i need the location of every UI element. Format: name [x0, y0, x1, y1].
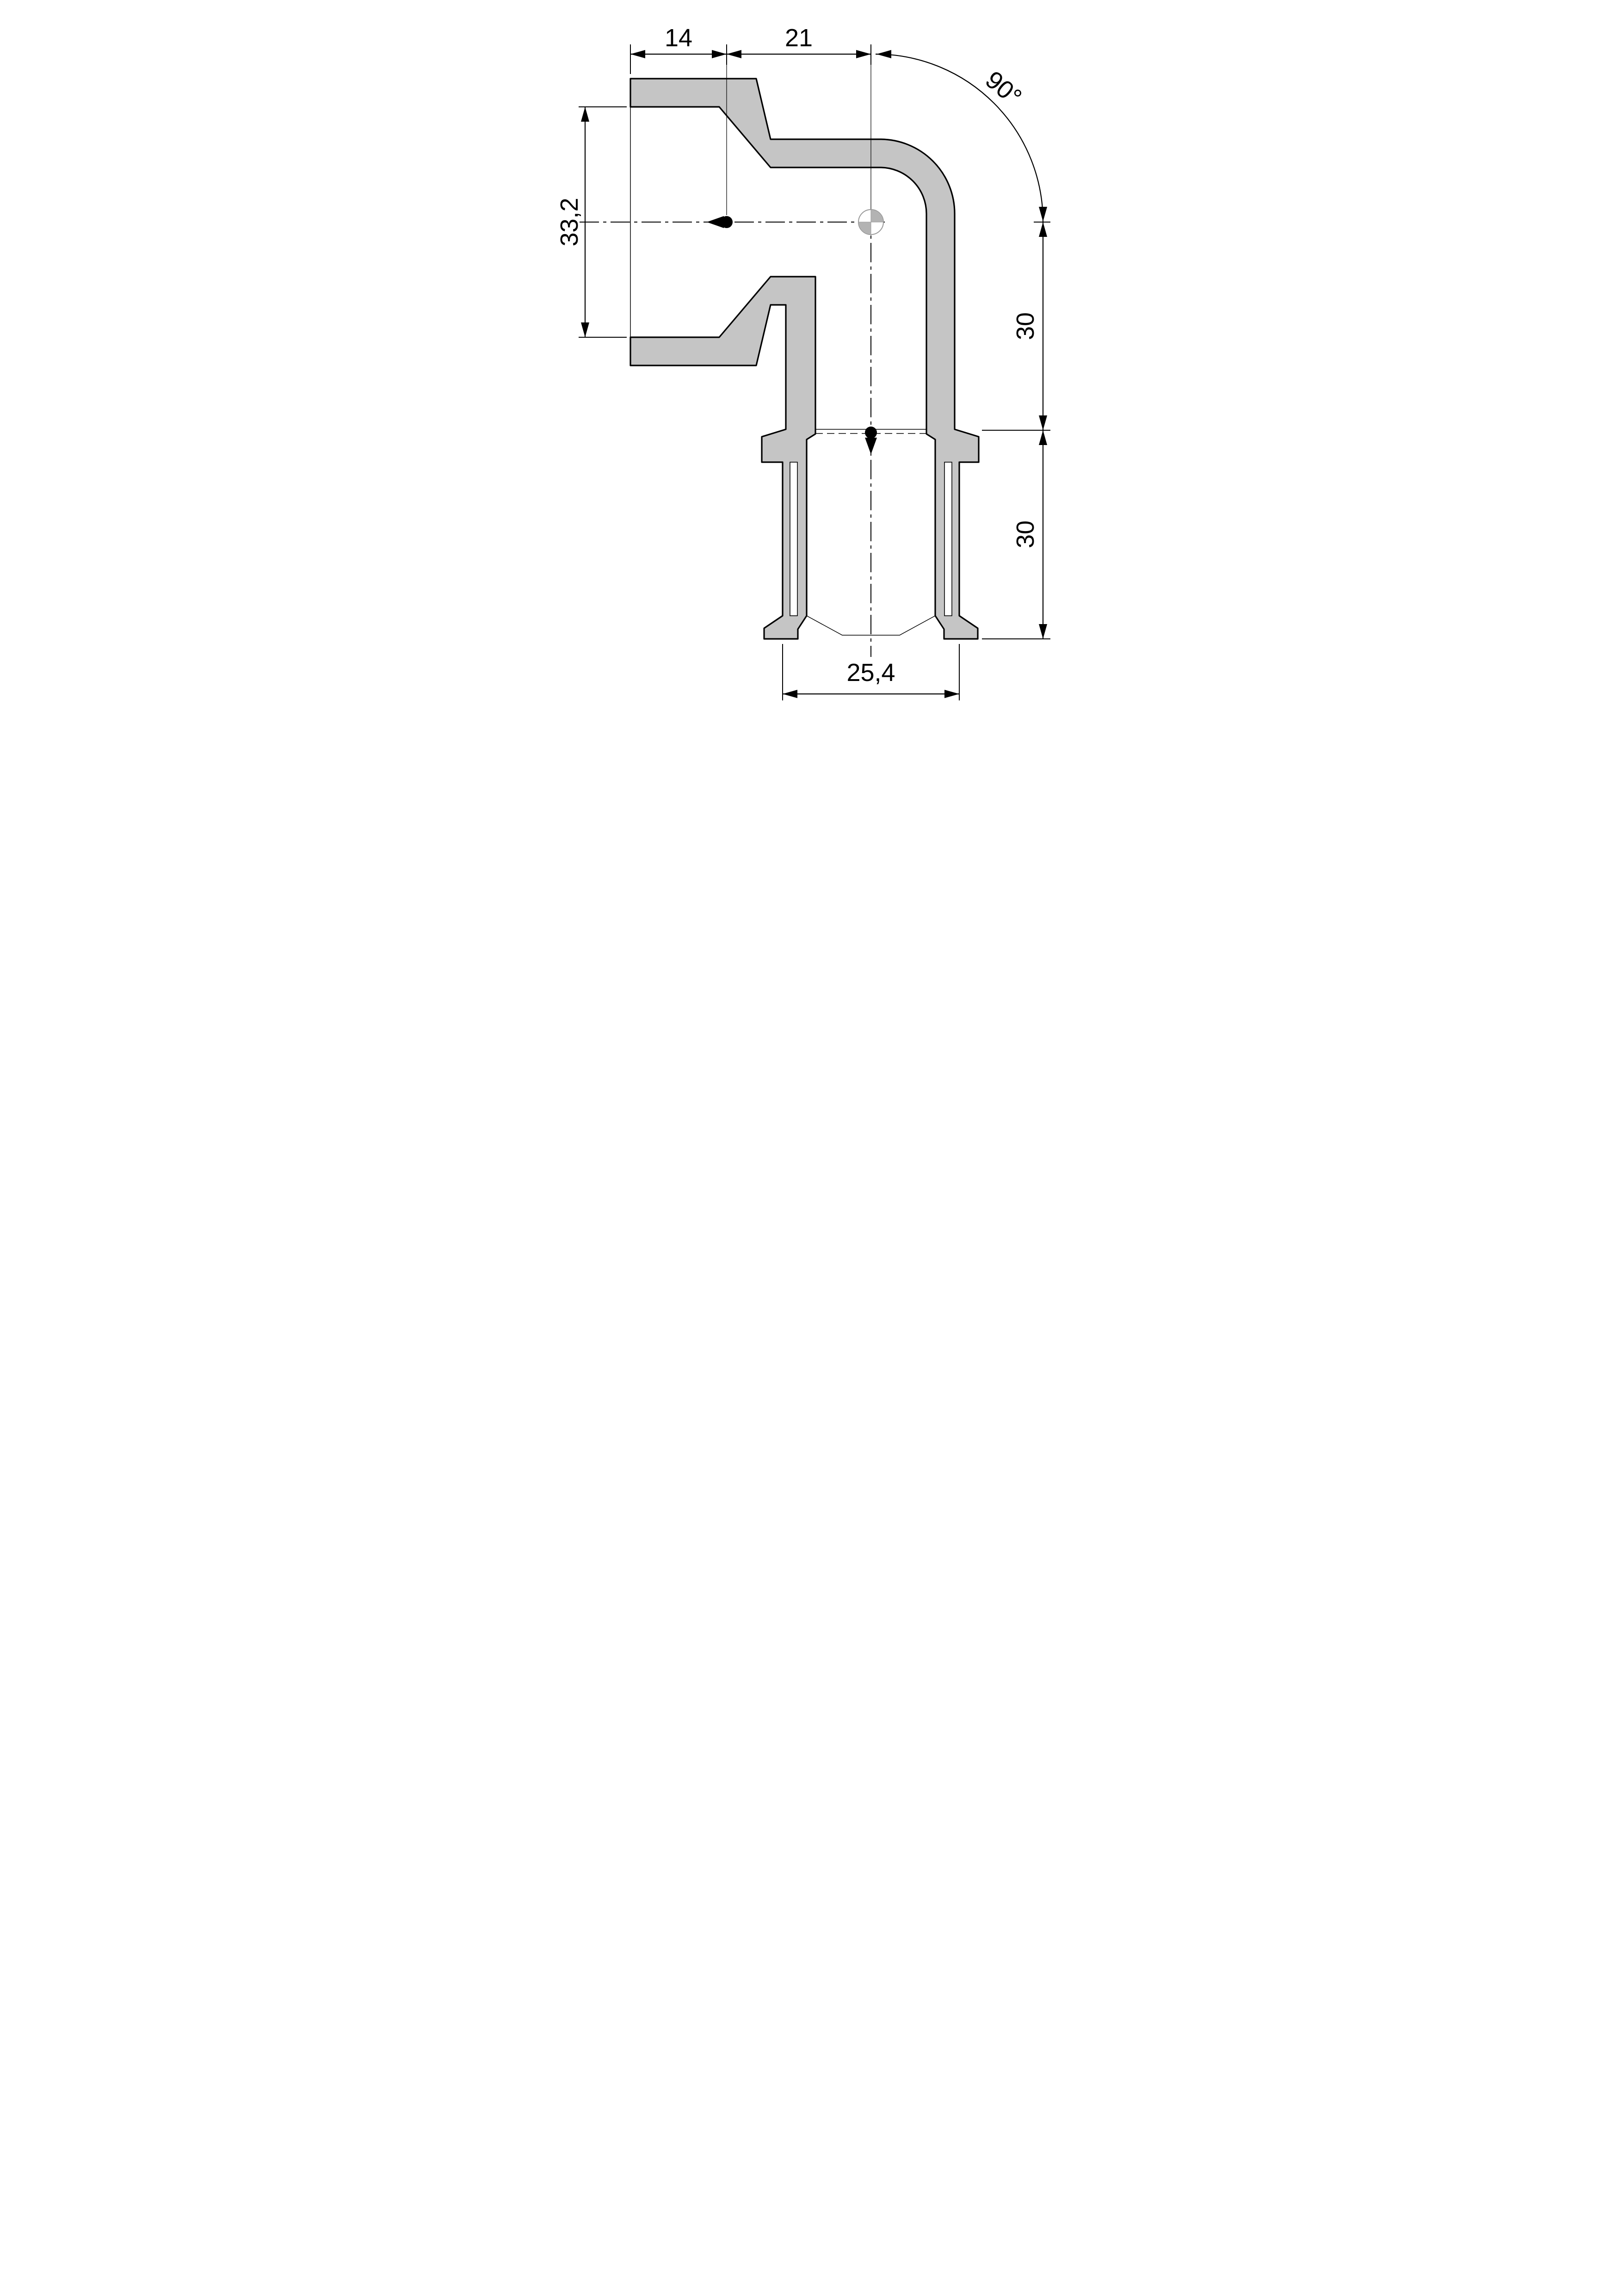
- arrowhead-icon: [876, 50, 891, 58]
- dim-label-press-end-diameter: 25,4: [846, 659, 895, 687]
- dim-leg-upper: 30: [982, 222, 1050, 431]
- press-end-axis-point-marker: [865, 427, 877, 454]
- section-upper-wall: [629, 78, 980, 640]
- axis-point-dot: [865, 427, 877, 439]
- sleeve-gap-right: [944, 462, 952, 616]
- axis-point-dot: [721, 216, 733, 228]
- arrowhead-icon: [581, 107, 589, 122]
- dim-leg-lower: 30: [982, 430, 1050, 639]
- dimensions: 14 21 33,2 90°: [556, 24, 1050, 700]
- dim-label-leg-upper: 30: [1012, 312, 1039, 340]
- dim-label-bend-offset: 21: [785, 24, 813, 52]
- bend-center-marker: [858, 209, 884, 235]
- arrowhead-icon: [712, 50, 727, 58]
- arrowhead-icon: [581, 322, 589, 337]
- dim-socket-bore: 33,2: [556, 106, 627, 338]
- dim-bend-offset: 21: [727, 24, 871, 65]
- sleeve-gap-left: [790, 462, 798, 616]
- section-lower-wall: [629, 276, 816, 640]
- arrowhead-icon: [1039, 415, 1047, 430]
- arrowhead-icon: [1039, 430, 1047, 445]
- arrowhead-icon: [727, 50, 741, 58]
- down-arrow-icon: [865, 438, 877, 454]
- fitting-cross-section: [629, 78, 980, 640]
- technical-drawing-canvas: 14 21 33,2 90°: [556, 0, 1067, 722]
- arrowhead-icon: [856, 50, 871, 58]
- dim-bend-angle: 90°: [875, 50, 1047, 222]
- centroid-quadrant-bl: [858, 222, 871, 235]
- dim-socket-depth: 14: [630, 24, 727, 74]
- left-arrow-icon: [707, 216, 724, 228]
- arrowhead-icon: [783, 690, 797, 698]
- centroid-quadrant-tr: [870, 209, 884, 223]
- arrowhead-icon: [944, 690, 959, 698]
- arrowhead-icon: [1039, 222, 1047, 237]
- dim-label-socket-depth: 14: [665, 24, 692, 52]
- dim-label-leg-lower: 30: [1012, 520, 1039, 548]
- dim-label-bend-angle: 90°: [980, 66, 1027, 111]
- dim-press-end-diameter: 25,4: [782, 644, 960, 700]
- reference-markers: [707, 209, 884, 454]
- angle-arc: [875, 53, 1044, 222]
- arrowhead-icon: [1039, 207, 1047, 222]
- drawing-page: 14 21 33,2 90°: [556, 0, 1067, 722]
- dim-label-socket-bore: 33,2: [556, 198, 583, 246]
- flare-cone-edges: [806, 615, 936, 636]
- arrowhead-icon: [630, 50, 645, 58]
- arrowhead-icon: [1039, 624, 1047, 639]
- socket-axis-point-marker: [707, 216, 733, 228]
